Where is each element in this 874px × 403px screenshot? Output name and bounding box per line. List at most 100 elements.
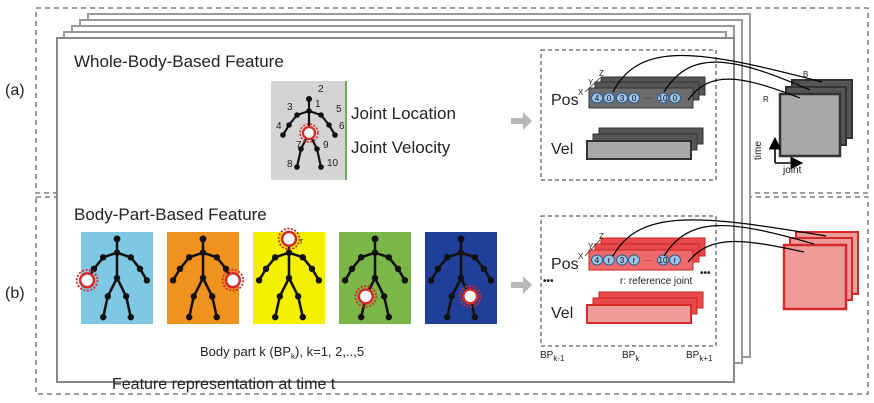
skeleton-bone: [210, 295, 219, 319]
skeleton-joint: [208, 293, 216, 300]
part-xyz-glyph: [584, 239, 601, 257]
skeleton-joint: [127, 313, 135, 321]
skeleton-head: [371, 235, 379, 243]
part-axis-x: X: [578, 252, 584, 261]
feature-chip: [669, 92, 681, 104]
part-connectors: [612, 219, 827, 263]
skeleton-joint: [401, 277, 409, 284]
joint-number-1: 1: [315, 99, 321, 110]
feature-chip-label: 0: [632, 94, 637, 103]
skeleton-bone: [296, 295, 305, 319]
skeleton-joint: [299, 313, 307, 321]
skeleton-joint: [286, 122, 292, 128]
row-b-label: (b): [5, 285, 25, 302]
skeleton-joint: [199, 274, 207, 282]
skeleton-bone: [373, 276, 386, 298]
feature-chip-label: 3: [620, 94, 625, 103]
joint-number-9: 9: [323, 140, 329, 151]
skeleton-joint: [271, 254, 279, 261]
feature-chip: [616, 92, 628, 104]
skeleton-joint: [99, 313, 107, 321]
skeleton-head: [457, 235, 465, 243]
skeleton-bone: [192, 276, 205, 298]
row-a-label: (a): [5, 82, 25, 99]
skeleton-bone: [315, 147, 323, 169]
skeleton-head: [113, 235, 121, 243]
reference-joint-halo: [221, 269, 245, 292]
skeleton-joint: [190, 293, 198, 300]
skeleton-joint: [143, 277, 151, 284]
skeleton-joint: [385, 254, 393, 261]
skeleton-joint: [127, 254, 135, 261]
joint-number-8: 8: [287, 159, 293, 170]
skeleton-joint: [357, 254, 365, 261]
whole-pos-stack: [588, 76, 706, 109]
whole-pos-label: Pos: [551, 92, 579, 109]
body-part-skeleton-2: [169, 235, 245, 321]
reference-joint-halo: [458, 285, 482, 308]
reference-joint-marker: [357, 288, 374, 305]
skeleton-bone: [278, 276, 291, 298]
part-vel-label: Vel: [551, 305, 574, 322]
skeleton-joint: [306, 108, 312, 114]
skeleton-joint: [255, 277, 263, 284]
skeleton-joint: [348, 265, 356, 273]
skeleton-bone: [295, 147, 303, 169]
skeleton-joint: [169, 277, 177, 284]
skeleton-bone: [201, 276, 214, 298]
feature-chip-label: r: [674, 256, 677, 265]
skeleton-joint: [448, 293, 456, 300]
joint-number-5: 5: [336, 104, 342, 115]
skeleton-head: [306, 96, 312, 102]
body-part-skeleton-5: [427, 235, 495, 321]
feature-chip: [603, 92, 615, 104]
feature-chip-label: 4: [595, 256, 600, 265]
reference-joint-marker: [280, 230, 298, 248]
feature-chip: [616, 254, 628, 266]
r-label: r: [300, 236, 303, 246]
cube-axis-r: R: [763, 95, 769, 104]
joint-location-label: Joint Location: [351, 104, 456, 123]
cube-axes: [768, 136, 804, 170]
joint-number-6: 6: [339, 121, 345, 132]
body-part-title: Body-Part-Based Feature: [74, 205, 267, 224]
reference-joint-marker: [301, 125, 317, 141]
joint-number-10: 10: [327, 158, 339, 169]
skeleton-joint: [457, 274, 465, 282]
skeleton-bone: [382, 295, 391, 319]
skeleton-joint: [298, 146, 304, 152]
gray-cube: [778, 79, 853, 158]
skeleton-joint: [394, 265, 402, 273]
skeleton-joint: [90, 265, 98, 273]
skeleton-joint: [371, 249, 379, 256]
cube-axis-b: B: [803, 70, 809, 79]
whole-vel-label: Vel: [551, 141, 574, 158]
reference-joint-halo: [299, 123, 319, 143]
feature-chip: [657, 92, 669, 104]
skeleton-joint: [113, 249, 121, 256]
whole-axis-z: Z: [599, 69, 604, 78]
whole-axis-y: Y: [588, 78, 594, 87]
skeleton-joint: [136, 265, 144, 273]
feature-chip-label: 10: [659, 256, 668, 265]
skeleton-joint: [332, 132, 338, 138]
skeleton-head: [199, 235, 207, 243]
skeleton-joint: [213, 313, 221, 321]
skeleton-joint: [294, 164, 300, 170]
footer-caption: Feature representation at time t: [112, 376, 336, 393]
reference-joint-halo: [277, 227, 301, 251]
skeleton-joint: [471, 313, 479, 321]
skeleton-joint: [443, 313, 451, 321]
part-pos-label: Pos: [551, 256, 579, 273]
whole-xyz-glyph: [584, 77, 601, 93]
reference-joint-halo: [354, 285, 378, 308]
skeleton-joint: [443, 254, 451, 261]
skeleton-joint: [487, 277, 495, 284]
skeleton-joint: [271, 313, 279, 321]
reference-joint-marker: [78, 272, 96, 289]
skeleton-joint: [176, 265, 184, 273]
skeleton-joint: [434, 265, 442, 273]
skeleton-joint: [185, 313, 193, 321]
whole-feature-box: [540, 49, 717, 181]
